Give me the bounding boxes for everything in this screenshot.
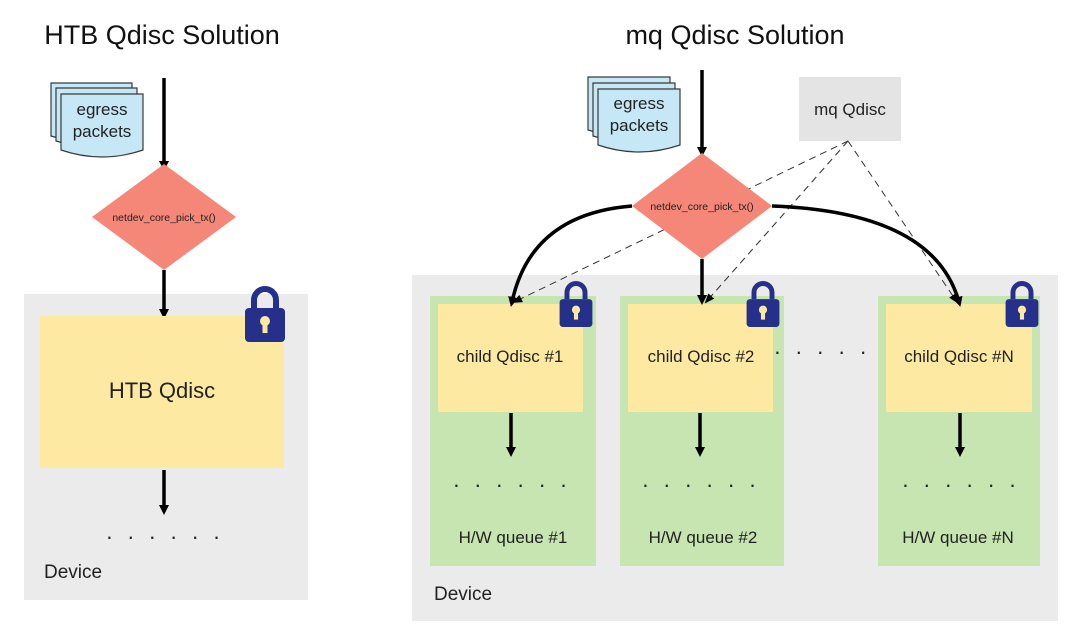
right-packets-label-2: packets bbox=[610, 116, 669, 135]
mq-qdisc-label: mq Qdisc bbox=[814, 100, 886, 119]
between-queues-ellipsis: · · · · · · bbox=[774, 339, 893, 364]
child-qdisc-label-1: child Qdisc #1 bbox=[457, 347, 564, 366]
mq-qdisc-box bbox=[799, 77, 901, 141]
htb-qdisc-label: HTB Qdisc bbox=[109, 378, 215, 403]
queue-ellipsis-n: · · · · · · bbox=[902, 472, 1021, 497]
queue-ellipsis-1: · · · · · · bbox=[453, 472, 572, 497]
htb-qdisc-box bbox=[40, 316, 284, 468]
left-picker-diamond bbox=[92, 164, 236, 270]
child-qdisc-label-2: child Qdisc #2 bbox=[648, 347, 755, 366]
left-packets-icon: egress packets bbox=[50, 82, 144, 158]
left-device-label: Device bbox=[44, 562, 102, 583]
left-packets-label-2: packets bbox=[73, 122, 132, 141]
queue-column-n: child Qdisc #N · · · · · · H/W queue #N bbox=[878, 284, 1040, 566]
queue-column-2: child Qdisc #2 · · · · · · H/W queue #2 bbox=[620, 284, 784, 566]
document-stack-icon bbox=[587, 76, 681, 153]
queue-column-1: child Qdisc #1 · · · · · · H/W queue #1 bbox=[430, 284, 596, 566]
right-packets-icon: egress packets bbox=[587, 76, 681, 153]
document-stack-icon bbox=[50, 82, 144, 158]
queue-ellipsis-2: · · · · · · bbox=[642, 472, 761, 497]
hw-queue-label-n: H/W queue #N bbox=[902, 528, 1014, 547]
hw-queue-label-2: H/W queue #2 bbox=[649, 528, 758, 547]
right-packets-label-1: egress bbox=[613, 94, 664, 113]
dispatch-arrow-1 bbox=[508, 204, 633, 307]
right-picker-diamond bbox=[632, 153, 772, 259]
right-picker-label: netdev_core_pick_tx() bbox=[650, 201, 753, 213]
right-title: mq Qdisc Solution bbox=[625, 20, 844, 50]
left-packets-label-1: egress bbox=[76, 100, 127, 119]
left-picker-label: netdev_core_pick_tx() bbox=[112, 212, 215, 224]
left-ellipsis: · · · · · · bbox=[106, 524, 225, 549]
hw-queue-label-1: H/W queue #1 bbox=[459, 528, 568, 547]
dispatch-arrow-n bbox=[771, 204, 963, 307]
mq-dashed-link-n bbox=[847, 140, 959, 304]
child-qdisc-label-n: child Qdisc #N bbox=[904, 347, 1014, 366]
right-device-label: Device bbox=[434, 584, 492, 605]
left-title: HTB Qdisc Solution bbox=[44, 20, 280, 50]
child-qdisc-box-1 bbox=[438, 304, 583, 412]
